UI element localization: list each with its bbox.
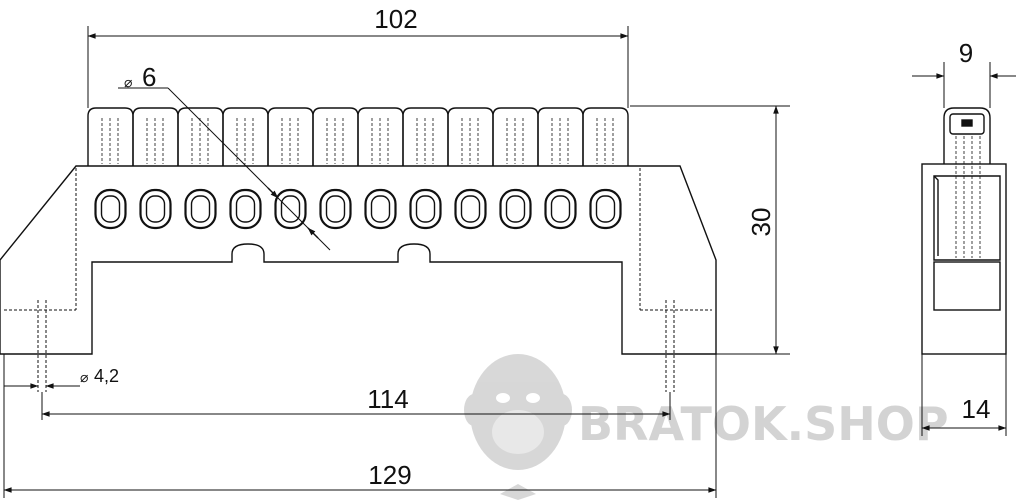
dimension-lines — [3, 26, 1016, 498]
watermark: BRATOK.SHOP — [464, 354, 949, 500]
dim-overall-length: 129 — [368, 460, 411, 490]
terminal-hole-inner — [460, 195, 481, 223]
terminal-hole-inner — [505, 195, 526, 223]
screw-head — [87, 107, 134, 166]
base-body — [0, 165, 717, 355]
screw-head — [537, 107, 584, 166]
terminal-hole-inner — [280, 195, 301, 223]
screw-head — [222, 107, 269, 166]
screw-head — [132, 107, 179, 166]
front-view — [0, 107, 717, 392]
terminal-hole-inner — [325, 195, 346, 223]
dim-side-depth: 14 — [962, 394, 991, 424]
terminal-hole-inner — [235, 195, 256, 223]
terminal-hole-inner — [190, 195, 211, 223]
terminal-hole-inner — [415, 195, 436, 223]
terminal-hole-inner — [100, 195, 121, 223]
terminal-hole — [409, 188, 442, 230]
watermark-text: BRATOK.SHOP — [578, 397, 949, 451]
screw-head — [447, 107, 494, 166]
terminal-hole-inner — [595, 195, 616, 223]
side-screw — [943, 107, 991, 164]
dim-side-width: 9 — [959, 38, 973, 68]
terminal-hole — [229, 188, 262, 230]
screw-head — [177, 107, 224, 166]
terminal-hole — [184, 188, 217, 230]
terminal-hole-inner — [145, 195, 166, 223]
terminal-hole — [454, 188, 487, 230]
screw-head — [267, 107, 314, 166]
terminal-hole — [544, 188, 577, 230]
terminal-hole — [589, 188, 622, 230]
dimension-labels: 102 ⌀ 6 30 9 ⌀ 4,2 114 129 14 — [80, 4, 990, 490]
dim-top-width: 102 — [374, 4, 417, 34]
screw-head — [582, 107, 629, 166]
dim-mount-spacing: 114 — [367, 384, 408, 414]
diameter-symbol: ⌀ — [124, 74, 132, 90]
terminal-hole — [364, 188, 397, 230]
terminal-hole — [94, 188, 127, 230]
terminal-hole-inner — [550, 195, 571, 223]
dim-hole-diameter: 6 — [142, 62, 156, 92]
screw-heads — [87, 107, 629, 166]
screw-head — [312, 107, 359, 166]
terminal-hole — [139, 188, 172, 230]
screw-head — [492, 107, 539, 166]
terminal-hole — [319, 188, 352, 230]
terminal-hole — [499, 188, 532, 230]
diameter-symbol-small: ⌀ — [80, 369, 88, 385]
gorilla-logo-icon — [464, 354, 572, 500]
dim-mount-hole: 4,2 — [94, 366, 119, 386]
terminal-hole-inner — [370, 195, 391, 223]
side-view — [921, 107, 1007, 355]
screw-head — [357, 107, 404, 166]
screw-head — [402, 107, 449, 166]
terminal-hole — [274, 188, 307, 230]
dim-height: 30 — [746, 208, 776, 237]
terminal-holes — [94, 188, 622, 230]
